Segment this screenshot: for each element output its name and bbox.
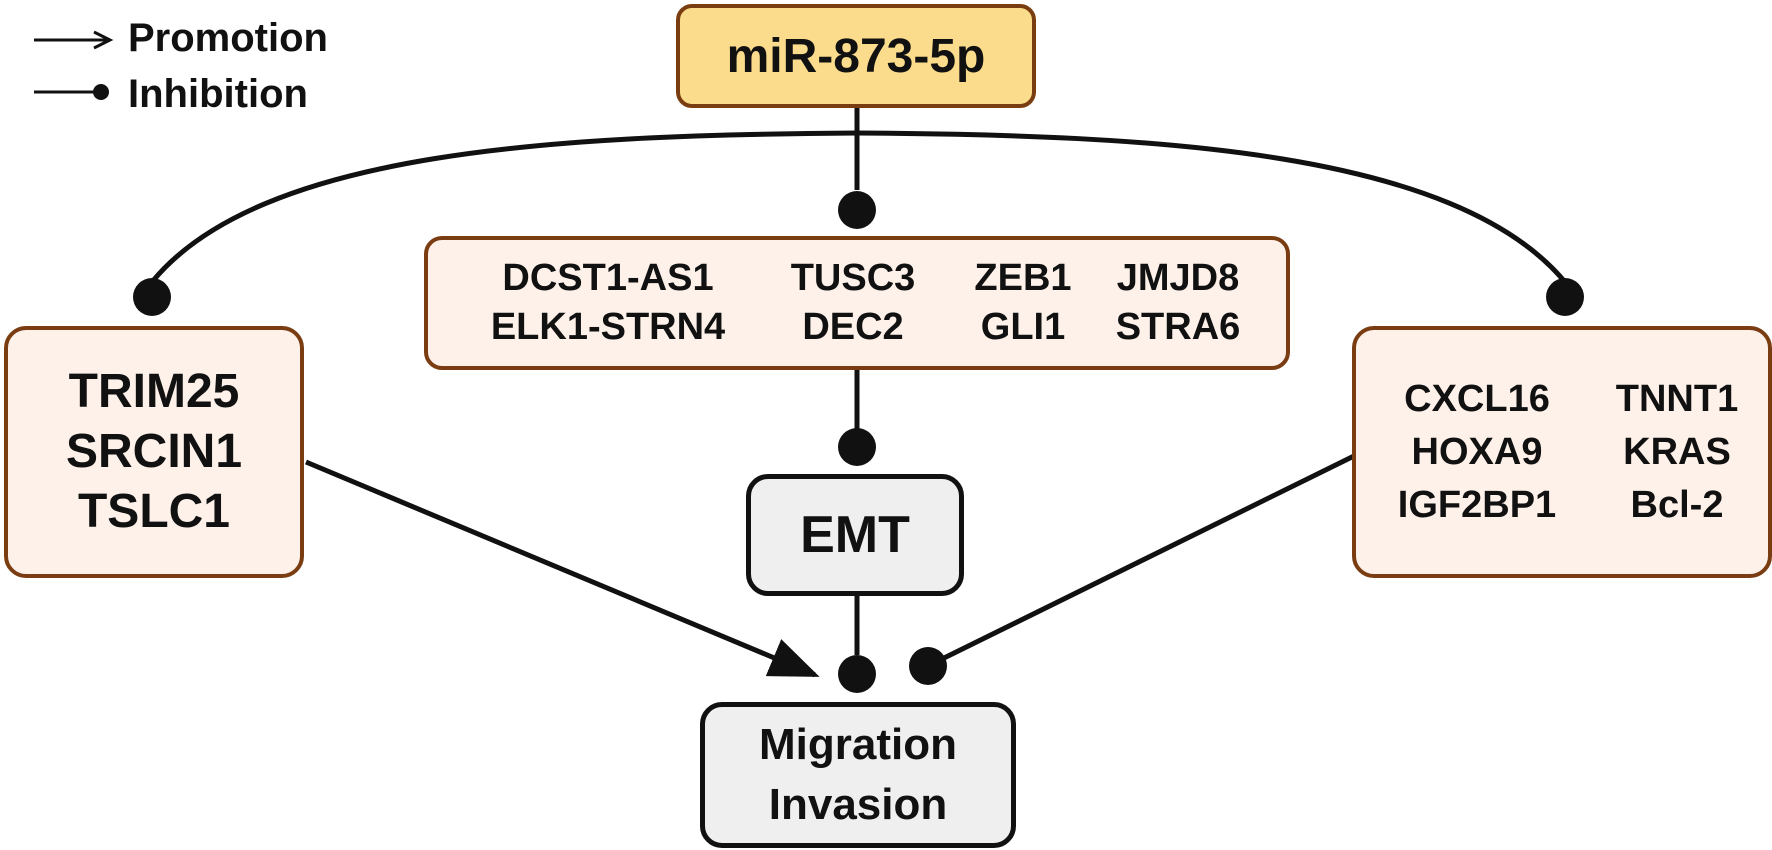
emt-node: EMT bbox=[746, 474, 964, 596]
legend-promotion-label: Promotion bbox=[128, 16, 328, 60]
inhibition-dot-migration-center bbox=[838, 655, 876, 693]
inhibition-dot-center bbox=[838, 191, 876, 229]
target-label: HOXA9 bbox=[1411, 430, 1543, 473]
target-label: TNNT1 bbox=[1615, 377, 1739, 420]
target-label: JMJD8 bbox=[1116, 257, 1240, 299]
invasion-label: Invasion bbox=[768, 780, 948, 829]
target-label: SRCIN1 bbox=[65, 425, 243, 478]
legend-inhibition-dot bbox=[93, 84, 109, 100]
target-label: DEC2 bbox=[802, 306, 904, 348]
target-label: KRAS bbox=[1623, 430, 1731, 473]
target-label: TSLC1 bbox=[77, 485, 230, 538]
center-targets-node: DCST1-AS1 TUSC3 ZEB1 JMJD8 ELK1-STRN4 DE… bbox=[424, 236, 1290, 370]
target-label: ELK1-STRN4 bbox=[490, 306, 726, 348]
target-label: TUSC3 bbox=[790, 257, 916, 299]
emt-label: EMT bbox=[800, 506, 910, 564]
target-label: STRA6 bbox=[1115, 306, 1241, 348]
edge-left-to-migration bbox=[305, 459, 820, 678]
inhibition-dot-migration-right bbox=[909, 647, 947, 685]
legend-promotion-arrowhead bbox=[93, 30, 114, 50]
inhibition-dot-emt bbox=[838, 428, 876, 466]
mirna-node: miR-873-5p bbox=[676, 4, 1036, 108]
migration-label: Migration bbox=[759, 720, 957, 769]
target-label: IGF2BP1 bbox=[1397, 483, 1557, 526]
inhibition-dot-right bbox=[1546, 278, 1584, 316]
target-label: TRIM25 bbox=[68, 365, 240, 418]
edge-right-to-migration bbox=[940, 453, 1356, 662]
target-label: DCST1-AS1 bbox=[502, 257, 714, 299]
migration-invasion-node: Migration Invasion bbox=[700, 702, 1016, 848]
left-targets-node: TRIM25 SRCIN1 TSLC1 bbox=[4, 326, 304, 578]
target-label: Bcl-2 bbox=[1630, 483, 1724, 526]
target-label: ZEB1 bbox=[974, 257, 1072, 299]
target-label: CXCL16 bbox=[1404, 377, 1550, 420]
mirna-label: miR-873-5p bbox=[726, 29, 986, 83]
target-label: GLI1 bbox=[980, 306, 1066, 348]
edge-mirna-arc bbox=[150, 130, 1567, 284]
inhibition-dot-left bbox=[133, 278, 171, 316]
right-targets-node: CXCL16 TNNT1 HOXA9 KRAS IGF2BP1 Bcl-2 bbox=[1352, 326, 1772, 578]
legend-inhibition-label: Inhibition bbox=[128, 72, 308, 116]
